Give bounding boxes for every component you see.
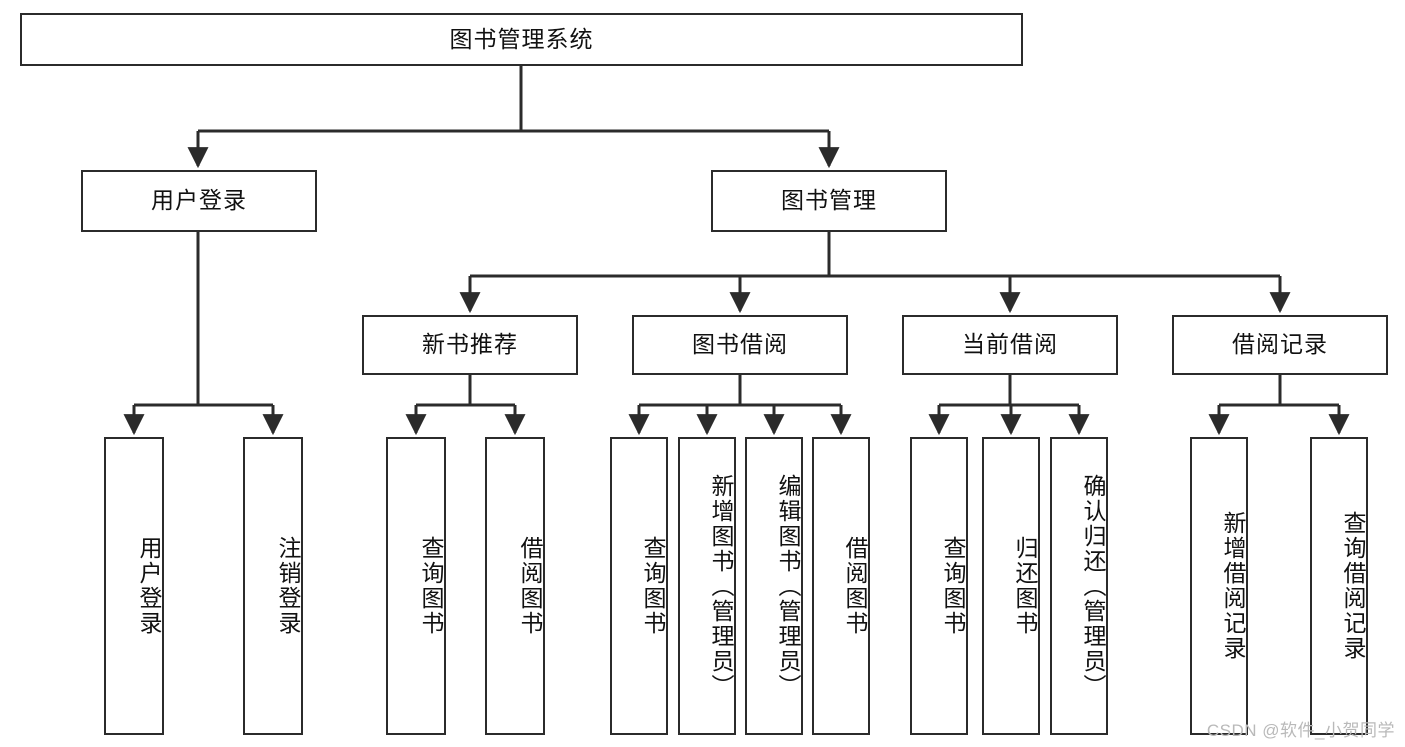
- node-book-management[interactable]: 图书管理: [711, 170, 947, 232]
- node-leaf-query-book-current[interactable]: 查询图书: [910, 437, 968, 735]
- node-label: 借阅图书: [842, 536, 868, 636]
- node-root-system[interactable]: 图书管理系统: [20, 13, 1023, 66]
- node-label: 用户登录: [136, 536, 162, 636]
- node-leaf-return-book[interactable]: 归还图书: [982, 437, 1040, 735]
- node-label: 新增借阅记录: [1220, 511, 1246, 661]
- node-label: 图书管理: [781, 187, 877, 214]
- node-label: 借阅记录: [1232, 331, 1328, 358]
- node-label: 编辑图书（管理员）: [775, 473, 801, 699]
- node-leaf-confirm-return-admin[interactable]: 确认归还（管理员）: [1050, 437, 1108, 735]
- node-label: 当前借阅: [962, 331, 1058, 358]
- node-user-login[interactable]: 用户登录: [81, 170, 317, 232]
- node-current-borrow[interactable]: 当前借阅: [902, 315, 1118, 375]
- node-leaf-borrow-book-recommend[interactable]: 借阅图书: [485, 437, 545, 735]
- node-leaf-user-login[interactable]: 用户登录: [104, 437, 164, 735]
- node-label: 确认归还（管理员）: [1080, 473, 1106, 699]
- node-label: 查询借阅记录: [1340, 511, 1366, 661]
- node-leaf-query-borrow-record[interactable]: 查询借阅记录: [1310, 437, 1368, 735]
- node-label: 图书管理系统: [449, 25, 594, 52]
- node-leaf-borrow-book[interactable]: 借阅图书: [812, 437, 870, 735]
- node-leaf-edit-book-admin[interactable]: 编辑图书（管理员）: [745, 437, 803, 735]
- node-label: 查询图书: [418, 536, 444, 636]
- node-leaf-add-book-admin[interactable]: 新增图书（管理员）: [678, 437, 736, 735]
- node-leaf-logout[interactable]: 注销登录: [243, 437, 303, 735]
- node-leaf-query-book-recommend[interactable]: 查询图书: [386, 437, 446, 735]
- node-label: 查询图书: [940, 536, 966, 636]
- node-label: 借阅图书: [517, 536, 543, 636]
- node-borrow-records[interactable]: 借阅记录: [1172, 315, 1388, 375]
- node-label: 用户登录: [151, 187, 247, 214]
- node-leaf-query-book-borrow[interactable]: 查询图书: [610, 437, 668, 735]
- node-label: 图书借阅: [692, 331, 788, 358]
- node-label: 注销登录: [275, 536, 301, 636]
- node-label: 归还图书: [1012, 536, 1038, 636]
- node-book-borrow[interactable]: 图书借阅: [632, 315, 848, 375]
- node-label: 新书推荐: [422, 331, 518, 358]
- node-label: 查询图书: [640, 536, 666, 636]
- node-label: 新增图书（管理员）: [708, 473, 734, 699]
- node-new-book-recommend[interactable]: 新书推荐: [362, 315, 578, 375]
- watermark: CSDN @软件_小贺同学: [1206, 721, 1395, 740]
- node-leaf-add-borrow-record[interactable]: 新增借阅记录: [1190, 437, 1248, 735]
